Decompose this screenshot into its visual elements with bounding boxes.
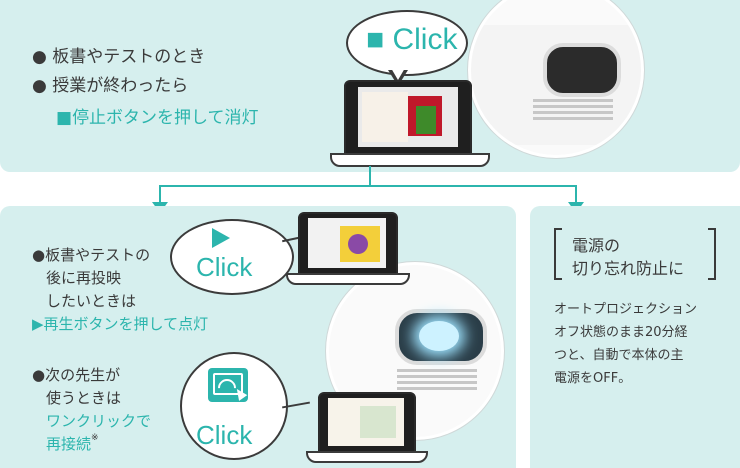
flow-line-vertical: [369, 166, 371, 186]
flow-line-right: [575, 185, 577, 203]
flow-line-horizontal: [159, 185, 577, 187]
laptop-screen-top: [344, 80, 472, 156]
play-click-bubble: [170, 219, 294, 295]
laptop-base-middle: [286, 273, 410, 285]
stop-action-text: ■停止ボタンを押して消灯: [56, 103, 259, 128]
flow-line-left: [159, 185, 161, 203]
stop-click-bubble: [346, 10, 468, 76]
play-triangle-icon-large: [212, 228, 230, 248]
footnote-mark: ※: [91, 433, 99, 443]
reconnect-action-label: 再接続: [46, 435, 92, 453]
reconnect-action-line-2: 再接続※: [46, 433, 99, 454]
stop-action-label: 停止ボタンを押して消灯: [72, 108, 259, 128]
projector-lens-lit: [395, 309, 487, 365]
feature-title-line-2: 切り忘れ防止に: [572, 259, 685, 278]
stop-click-button[interactable]: ■ Click: [366, 23, 458, 56]
title-bracket-left: [554, 228, 562, 280]
feature-body-line-1: オートプロジェクション: [554, 302, 698, 317]
reconnect-click-button[interactable]: Click: [196, 420, 253, 450]
play-scenario-line-1: ●板書やテストの: [32, 246, 151, 264]
projector-image-top: [468, 0, 644, 158]
top-bullet-1: ● 板書やテストのとき: [32, 47, 206, 67]
laptop-screen-bottom: [318, 392, 416, 454]
screen-cast-cursor-icon: [208, 368, 248, 402]
play-action-text: ▶再生ボタンを押して点灯: [32, 313, 208, 334]
top-bullet-2: ● 授業が終わったら: [32, 76, 189, 96]
projector-vents-bottom: [397, 369, 477, 393]
play-triangle-icon: ▶: [32, 315, 44, 333]
feature-body-line-3: つと、自動で本体の主: [554, 348, 684, 363]
title-bracket-right: [708, 228, 716, 280]
laptop-screen-middle: [298, 212, 398, 276]
reconnect-scenario-line-2: 使うときは: [46, 389, 122, 407]
projector-vents: [533, 99, 613, 123]
feature-body-line-2: オフ状態のまま20分経: [554, 325, 688, 340]
stop-bubble-tail-fill: [391, 68, 405, 80]
projector-lens: [543, 43, 621, 97]
laptop-base-bottom: [306, 451, 428, 463]
reconnect-action-line-1: ワンクリックで: [46, 412, 152, 430]
reconnect-scenario-line-1: ●次の先生が: [32, 366, 121, 384]
stop-square-icon: ■: [56, 108, 73, 128]
laptop-base-top: [330, 153, 490, 167]
right-bottom-panel: [530, 206, 740, 468]
feature-body-line-4: 電源をOFF。: [554, 371, 632, 386]
play-action-label: 再生ボタンを押して点灯: [43, 315, 209, 333]
feature-title-line-1: 電源の: [572, 236, 621, 255]
play-scenario-line-3: したいときは: [46, 292, 137, 310]
play-click-button[interactable]: Click: [196, 252, 253, 282]
play-scenario-line-2: 後に再投映: [46, 269, 122, 287]
